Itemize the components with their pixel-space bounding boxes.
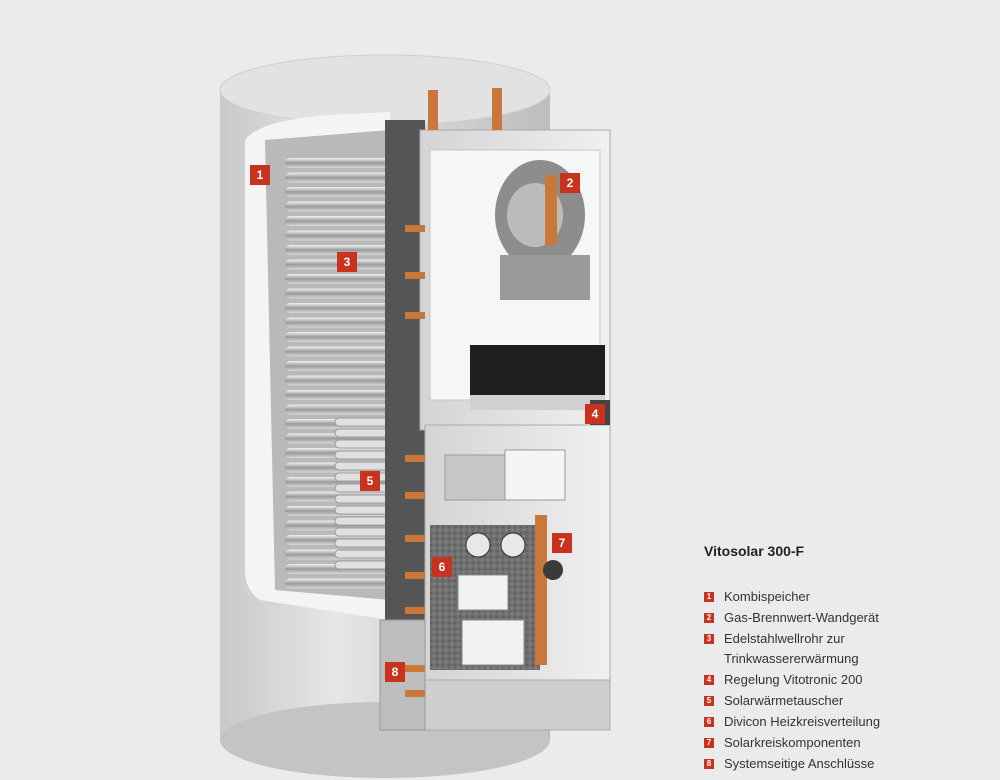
gas-condensing-boiler: [495, 160, 590, 300]
legend: Vitosolar 300-F 1 Kombispeicher 2 Gas-Brenn…: [704, 543, 994, 775]
pipe-stub: [405, 690, 425, 697]
legend-number-badge: 6: [704, 717, 714, 727]
heating-circuit-distribution: [430, 525, 540, 670]
coil-turn: [285, 332, 390, 342]
callout-6: 6: [432, 557, 452, 577]
coil-turn: [285, 201, 390, 212]
legend-label: Edelstahlwellrohr zur: [724, 631, 845, 646]
solar-coil-turn: [334, 439, 391, 449]
coil-turn: [285, 303, 390, 313]
legend-number-badge: 3: [704, 634, 714, 644]
coil-turn: [285, 404, 390, 415]
legend-item-7: 7 Solarkreiskomponenten: [704, 733, 994, 753]
callout-7: 7: [552, 533, 572, 553]
solar-coil-turn: [334, 527, 391, 537]
pipe-stub: [405, 312, 425, 319]
coil-turn: [285, 230, 390, 241]
solar-coil-turn: [334, 549, 391, 559]
legend-number-badge: 1: [704, 592, 714, 602]
legend-label: Divicon Heizkreisverteilung: [724, 714, 881, 729]
coil-turn: [285, 187, 390, 197]
solar-coil-turn: [334, 417, 391, 427]
callout-3: 3: [337, 252, 357, 272]
coil-turn: [285, 317, 390, 328]
legend-label: Kombispeicher: [724, 589, 810, 604]
legend-label-continued: Trinkwassererwärmung: [724, 651, 859, 666]
solar-coil-turn: [334, 516, 391, 526]
coil-turn: [285, 288, 390, 299]
legend-item-6: 6 Divicon Heizkreisverteilung: [704, 712, 994, 732]
legend-label: Solarwärmetauscher: [724, 693, 844, 708]
legend-number-badge: 5: [704, 696, 714, 706]
pipe-stub: [405, 455, 425, 462]
solar-coil-turn: [334, 538, 391, 548]
pipe-stub: [405, 665, 425, 672]
callout-8: 8: [385, 662, 405, 682]
pipe-stub: [405, 225, 425, 232]
callout-4: 4: [585, 404, 605, 424]
legend-number-badge: 4: [704, 675, 714, 685]
legend-item-5: 5 Solarwärmetauscher: [704, 691, 994, 711]
coil-turn: [285, 361, 390, 371]
legend-label: Systemseitige Anschlüsse: [724, 756, 875, 771]
coil-turn: [285, 390, 390, 400]
pipe-stub: [405, 272, 425, 279]
callout-1: 1: [250, 165, 270, 185]
appliance-cabinet: [379, 88, 611, 731]
coil-turn: [285, 375, 390, 386]
legend-number-badge: 7: [704, 738, 714, 748]
solar-coil-turn: [334, 461, 391, 471]
legend-label: Gas-Brennwert-Wandgerät: [724, 610, 879, 625]
callout-2: 2: [560, 173, 580, 193]
coil-turn: [285, 578, 390, 589]
coil-turn: [285, 216, 390, 226]
solar-coil-turn: [334, 560, 391, 570]
pipe-stub: [405, 535, 425, 542]
callout-5: 5: [360, 471, 380, 491]
controller-unit: [470, 345, 605, 410]
legend-item-8: 8 Systemseitige Anschlüsse: [704, 754, 994, 774]
solar-coil-turn: [334, 494, 391, 504]
legend-item-2: 2 Gas-Brennwert-Wandgerät: [704, 608, 994, 628]
solar-coil-turn: [334, 505, 391, 515]
coil-turn: [285, 172, 390, 183]
pipe-stub: [405, 492, 425, 499]
coil-turn: [285, 245, 390, 255]
legend-item-4: 4 Regelung Vitotronic 200: [704, 670, 994, 690]
legend-number-badge: 2: [704, 613, 714, 623]
solar-coil-turn: [334, 428, 391, 438]
pipe-stub: [405, 607, 425, 614]
coil-turn: [285, 274, 390, 284]
pipe-stub: [405, 572, 425, 579]
coil-turn: [285, 158, 390, 168]
legend-label: Solarkreiskomponenten: [724, 735, 861, 750]
legend-label: Regelung Vitotronic 200: [724, 672, 863, 687]
solar-circuit-components: [535, 515, 563, 665]
legend-item-1: 1 Kombispeicher: [704, 587, 994, 607]
coil-turn: [285, 346, 390, 357]
legend-number-badge: 8: [704, 759, 714, 769]
product-title: Vitosolar 300-F: [704, 543, 805, 559]
solar-coil-turn: [334, 450, 391, 460]
